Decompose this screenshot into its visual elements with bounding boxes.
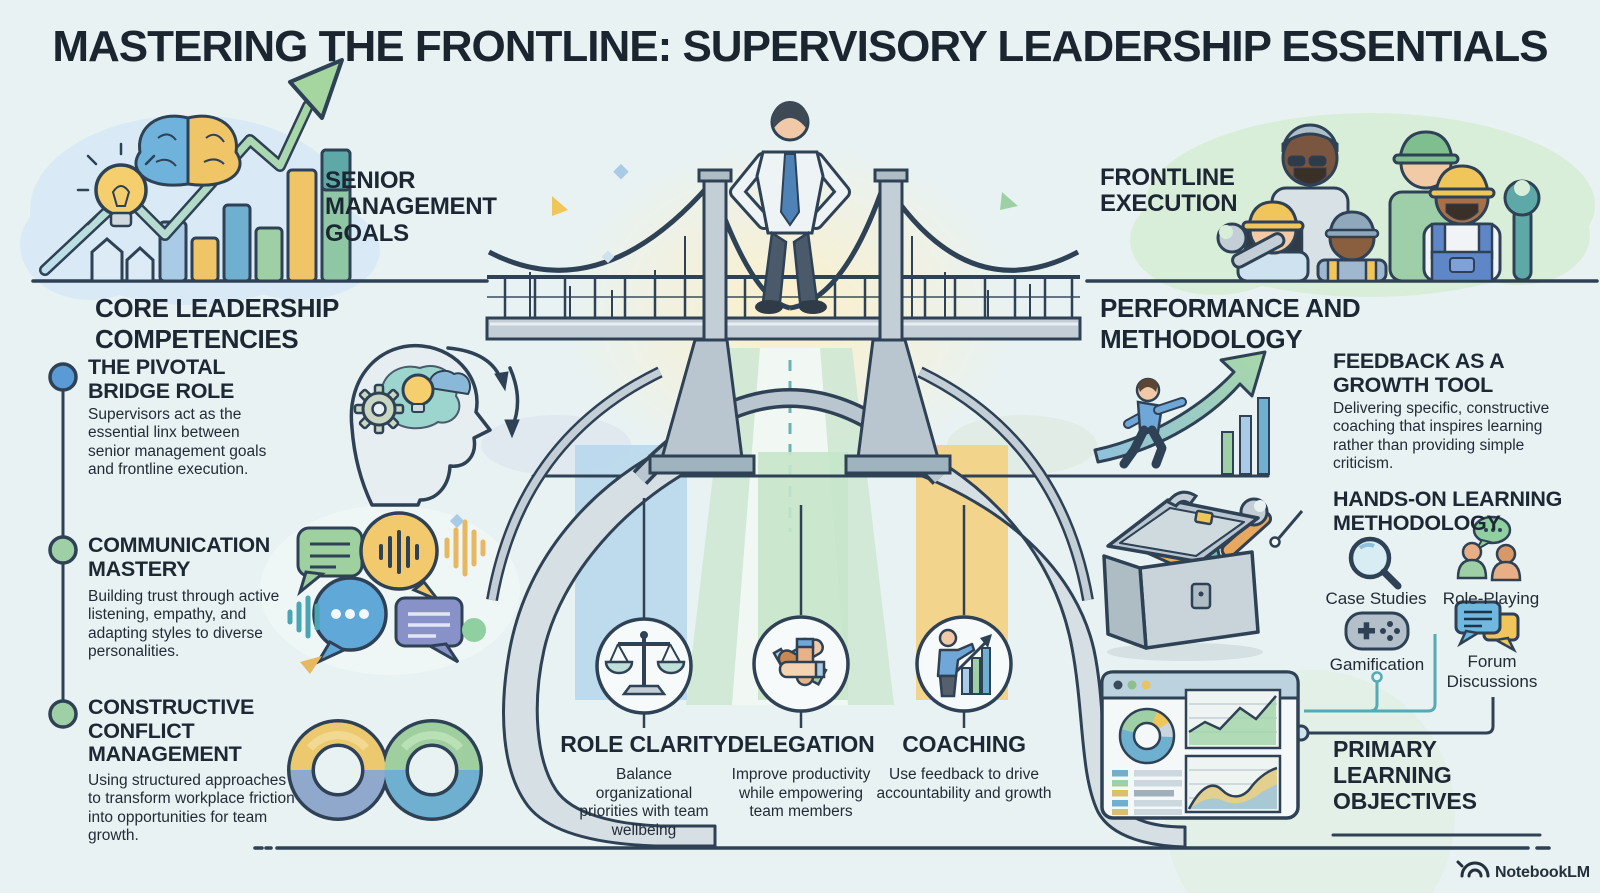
climbing-arrow-illustration	[1093, 350, 1270, 475]
pillar-title: DELEGATION	[727, 731, 875, 757]
brain-icon	[134, 114, 242, 187]
dashboard-illustration	[1100, 670, 1300, 820]
rotation-arrows-icon	[446, 346, 520, 439]
pillar-markers	[595, 498, 1013, 728]
frontline-execution-label: FRONTLINE EXECUTION	[1100, 164, 1238, 218]
message-bubble-icon	[394, 596, 464, 664]
performance-methodology-heading: PERFORMANCE AND METHODOLOGY	[1100, 293, 1361, 354]
lightbulb-icon	[401, 373, 435, 413]
bridge-deck	[485, 316, 1082, 341]
decor-diamond	[449, 513, 465, 529]
forum-icon	[1454, 600, 1520, 654]
decor-triangle	[300, 656, 322, 674]
timeline-marker	[48, 362, 78, 392]
timeline	[48, 362, 78, 729]
decor-dot	[462, 618, 486, 642]
worker-figure	[1422, 164, 1502, 283]
window-dot	[1127, 680, 1137, 690]
lightbulb-icon	[76, 142, 156, 228]
core-competencies-heading: CORE LEADERSHIP COMPETENCIES	[95, 293, 339, 354]
head-gear-illustration	[349, 344, 520, 507]
voice-bubble-icon	[359, 511, 443, 604]
methodology-item-label: Role-Playing	[1442, 589, 1540, 608]
competency-title: THE PIVOTAL BRIDGE ROLE	[88, 355, 235, 403]
feedback-title: FEEDBACK AS A GROWTH TOOL	[1333, 349, 1504, 397]
line-chart-icon	[1184, 754, 1282, 814]
window-dot	[1113, 680, 1123, 690]
coaching-growth-icon	[936, 628, 992, 698]
pillar-body: Balance organizational priorities with t…	[579, 766, 709, 839]
line-chart-icon	[1184, 688, 1282, 750]
infinity-loop-illustration	[287, 719, 483, 821]
methodology-title: HANDS-ON LEARNING METHODOLOGY	[1333, 487, 1563, 535]
competency-title: CONSTRUCTIVE CONFLICT MANAGEMENT	[88, 695, 255, 767]
competency-body: Using structured approaches to transform…	[88, 772, 295, 844]
soundwave-icon	[287, 519, 486, 639]
pillar-body: Improve productivity while empowering te…	[731, 766, 871, 821]
methodology-item-label: Gamification	[1329, 655, 1425, 674]
typing-bubble-icon	[312, 576, 388, 666]
timeline-marker	[48, 535, 78, 565]
pillar-title: COACHING	[902, 731, 1026, 757]
growth-chart-illustration	[39, 58, 352, 283]
competency-body: Building trust through active listening,…	[88, 588, 280, 660]
brand-watermark: NotebookLM	[1495, 864, 1590, 881]
dashboard-list	[1112, 770, 1182, 815]
supervisor-figure	[729, 100, 851, 314]
competency-body: Supervisors act as the essential linx be…	[88, 406, 267, 478]
page-title: MASTERING THE FRONTLINE: SUPERVISORY LEA…	[52, 22, 1548, 71]
feedback-body: Delivering specific, constructive coachi…	[1333, 400, 1550, 472]
methodology-item-label: Forum Discussions	[1446, 652, 1538, 691]
speech-bubbles-illustration	[287, 511, 486, 674]
role-playing-icon	[1456, 515, 1522, 582]
window-dot	[1141, 680, 1151, 690]
pillar-title: ROLE CLARITY	[560, 731, 728, 757]
senior-management-goals-label: SENIOR MANAGEMENT GOALS	[325, 167, 497, 247]
teamwork-hands-icon	[772, 637, 828, 687]
toolbox-illustration	[1102, 490, 1273, 661]
pillar-body: Use feedback to drive accountability and…	[876, 766, 1052, 802]
gear-icon	[353, 383, 405, 435]
worker-figure	[1316, 210, 1388, 283]
wrench-icon	[1503, 179, 1541, 282]
objectives-title: PRIMARY LEARNING OBJECTIVES	[1333, 736, 1477, 814]
bridge-towers	[697, 168, 909, 342]
climbing-person	[1119, 377, 1187, 469]
methodology-item-label: Case Studies	[1325, 589, 1427, 608]
toolbox-handle	[1165, 490, 1199, 508]
road-left	[502, 430, 720, 848]
road-right	[862, 430, 1187, 849]
gamepad-icon	[1344, 611, 1410, 651]
notebooklm-logo-icon	[1456, 860, 1490, 878]
balance-scales-icon	[604, 631, 686, 696]
workers-illustration	[1216, 123, 1541, 283]
wrench-icon	[1216, 222, 1286, 269]
magnifier-icon	[1348, 536, 1402, 590]
competency-title: COMMUNICATION MASTERY	[88, 533, 271, 581]
timeline-marker	[48, 699, 78, 729]
bridge-illustration	[485, 100, 1094, 602]
donut-chart-icon	[1118, 707, 1176, 765]
